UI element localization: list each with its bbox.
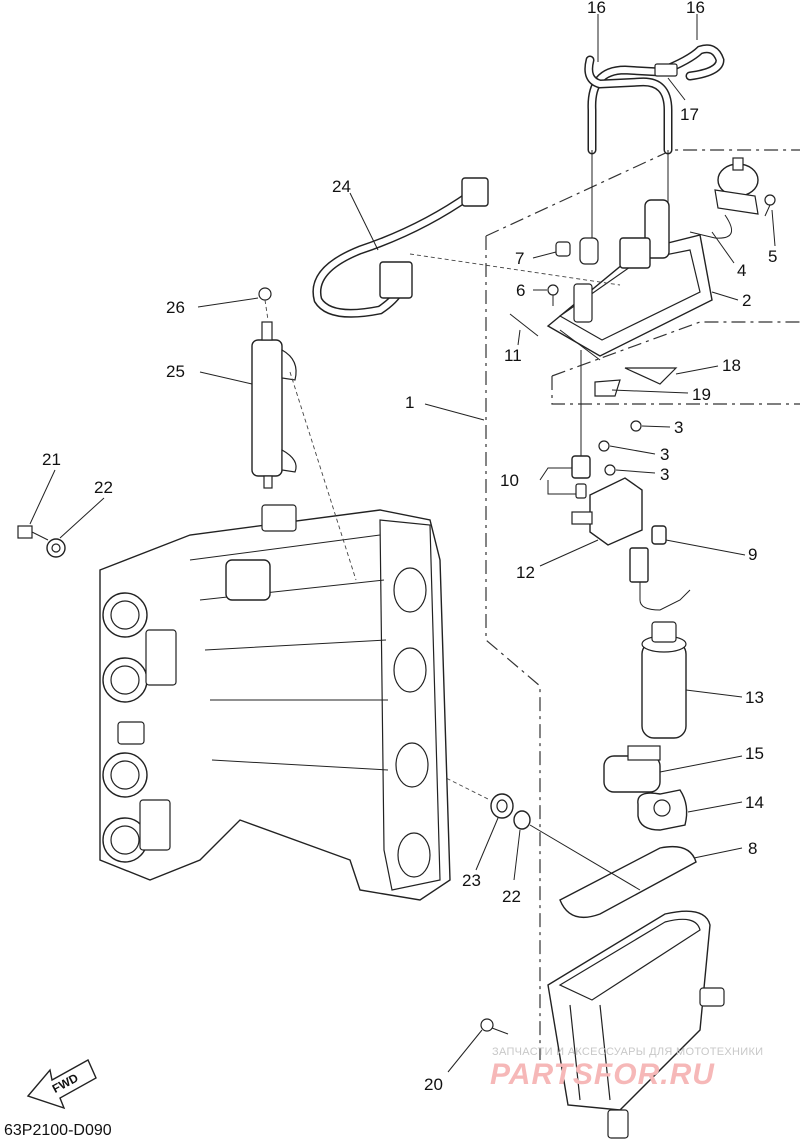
vapor-separator-cover-2 bbox=[546, 199, 713, 361]
callout-5: 5 bbox=[768, 247, 777, 266]
callout-19: 19 bbox=[692, 385, 711, 404]
float-chamber bbox=[547, 910, 725, 1139]
watermark-caption: ЗАПЧАСТИ И АКСЕССУАРЫ ДЛЯ МОТОТЕХНИКИ bbox=[492, 1046, 764, 1058]
screw-3-b bbox=[598, 440, 610, 452]
sensor-25 bbox=[251, 321, 297, 489]
intake-manifold bbox=[99, 504, 451, 901]
filter-10 bbox=[571, 455, 591, 499]
callout-26: 26 bbox=[166, 298, 185, 317]
callout-13: 13 bbox=[745, 688, 764, 707]
callout-3: 3 bbox=[674, 418, 683, 437]
fitting-7 bbox=[555, 241, 571, 257]
callout-16: 16 bbox=[587, 0, 606, 17]
holder-14 bbox=[637, 789, 688, 831]
bolt-26 bbox=[258, 287, 272, 301]
callout-16: 16 bbox=[686, 0, 705, 17]
callout-6: 6 bbox=[516, 281, 525, 300]
callout-15: 15 bbox=[745, 744, 764, 763]
wire-harness-24 bbox=[312, 177, 489, 318]
pin-11 bbox=[509, 313, 539, 337]
callout-11: 11 bbox=[504, 346, 522, 365]
subassembly-outline bbox=[551, 321, 800, 405]
callout-25: 25 bbox=[166, 362, 185, 381]
bolt-21 bbox=[17, 525, 49, 541]
callout-8: 8 bbox=[748, 839, 757, 858]
washer-22-b bbox=[513, 810, 531, 830]
grommet-9 bbox=[651, 525, 667, 545]
gasket-8 bbox=[559, 845, 697, 918]
diagram-code: 63P2100-D090 bbox=[4, 1122, 112, 1139]
bolt-5 bbox=[764, 194, 776, 217]
callout-20: 20 bbox=[424, 1075, 443, 1094]
callout-23: 23 bbox=[462, 871, 481, 890]
fuel-pump-connector-12 bbox=[571, 477, 643, 546]
watermark-logo: PARTSFOR.RU bbox=[490, 1058, 715, 1091]
callout-1: 1 bbox=[405, 393, 414, 412]
callout-2: 2 bbox=[742, 291, 751, 310]
callout-7: 7 bbox=[515, 249, 524, 268]
fuel-pump-13 bbox=[629, 547, 691, 739]
leader-lines bbox=[29, 14, 776, 1073]
callout-10: 10 bbox=[500, 471, 519, 490]
fuel-hose-16 bbox=[584, 44, 725, 155]
fwd-arrow-icon: FWD bbox=[26, 1059, 97, 1110]
screw-20 bbox=[480, 1018, 509, 1035]
pressure-regulator-4 bbox=[689, 157, 759, 239]
callout-14: 14 bbox=[745, 793, 764, 812]
callout-24: 24 bbox=[332, 177, 351, 196]
callout-12: 12 bbox=[516, 563, 535, 582]
filter-15 bbox=[603, 745, 661, 793]
callout-numbers: 16 16 17 24 7 4 5 6 2 26 11 18 25 19 1 3… bbox=[42, 0, 777, 1094]
callout-21: 21 bbox=[42, 450, 61, 469]
callout-22: 22 bbox=[502, 887, 521, 906]
callout-17: 17 bbox=[680, 105, 699, 124]
callout-3: 3 bbox=[660, 465, 669, 484]
bracket-19 bbox=[594, 379, 621, 397]
bracket-18 bbox=[624, 367, 678, 385]
screw-3-a bbox=[630, 420, 642, 432]
callout-22: 22 bbox=[94, 478, 113, 497]
callout-9: 9 bbox=[748, 545, 757, 564]
callout-18: 18 bbox=[722, 356, 741, 375]
assembly-outline bbox=[485, 149, 800, 1060]
callout-3: 3 bbox=[660, 445, 669, 464]
screw-6 bbox=[547, 284, 559, 306]
screw-3-c bbox=[604, 464, 616, 476]
callout-4: 4 bbox=[737, 261, 746, 280]
